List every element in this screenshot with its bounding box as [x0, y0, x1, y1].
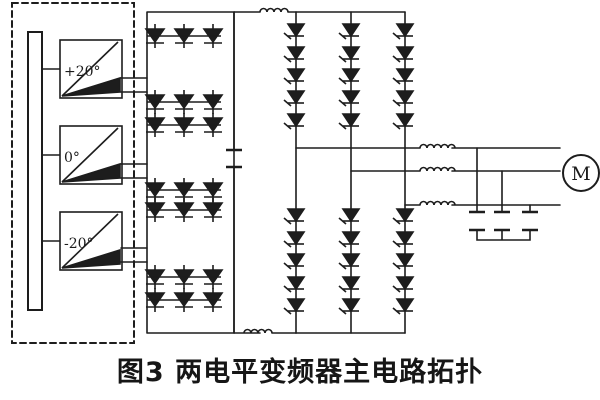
igbt-switch: [338, 298, 361, 315]
output-filter-capacitor: [469, 210, 485, 232]
dc-link-inductor: [243, 328, 273, 334]
igbt-switch: [392, 298, 415, 315]
motor-symbol: [562, 154, 600, 192]
figure-caption: 图3 两电平变频器主电路拓扑: [116, 357, 484, 388]
primary-winding: [27, 31, 43, 311]
igbt-switch: [392, 46, 415, 63]
phase-shift-winding: [42, 39, 123, 99]
igbt-switch: [392, 23, 415, 40]
igbt-switch: [392, 276, 415, 293]
phase-shift-winding: [42, 125, 123, 185]
igbt-switch: [392, 68, 415, 85]
igbt-switch: [283, 276, 306, 293]
igbt-switch: [392, 90, 415, 107]
output-reactor: [419, 166, 456, 172]
phase-shift-winding: [42, 211, 123, 271]
igbt-switch: [338, 231, 361, 248]
phase-shift-label: -20°: [64, 236, 94, 252]
labels: +20° 0° -20° M: [64, 64, 591, 252]
igbt-switch: [338, 208, 361, 225]
components: [42, 7, 600, 334]
igbt-switch: [283, 90, 306, 107]
rectifier-dc-rails: [146, 11, 235, 334]
output-reactor: [419, 143, 456, 149]
igbt-switch: [338, 90, 361, 107]
transformer-enclosure: [11, 2, 135, 344]
phase-shift-label: 0°: [64, 150, 80, 166]
igbt-switch: [283, 46, 306, 63]
igbt-switch: [392, 253, 415, 270]
igbt-switch: [392, 208, 415, 225]
igbt-switch: [338, 23, 361, 40]
dc-link-inductor: [259, 7, 289, 13]
phase-shift-label: +20°: [64, 64, 101, 80]
output-filter-capacitor: [494, 210, 510, 232]
igbt-switch: [338, 68, 361, 85]
igbt-switch: [338, 276, 361, 293]
igbt-switch: [338, 46, 361, 63]
igbt-switch: [392, 113, 415, 130]
igbt-switch: [283, 68, 306, 85]
motor-label: M: [571, 163, 590, 185]
igbt-switch: [283, 231, 306, 248]
dc-link-capacitor: [226, 148, 242, 169]
igbt-switch: [283, 208, 306, 225]
igbt-switch: [283, 23, 306, 40]
output-reactor: [419, 200, 456, 206]
igbt-switch: [392, 231, 415, 248]
igbt-switch: [283, 298, 306, 315]
igbt-switch: [338, 253, 361, 270]
igbt-switch: [283, 113, 306, 130]
output-filter-capacitor: [522, 210, 538, 232]
igbt-switch: [283, 253, 306, 270]
igbt-switch: [338, 113, 361, 130]
